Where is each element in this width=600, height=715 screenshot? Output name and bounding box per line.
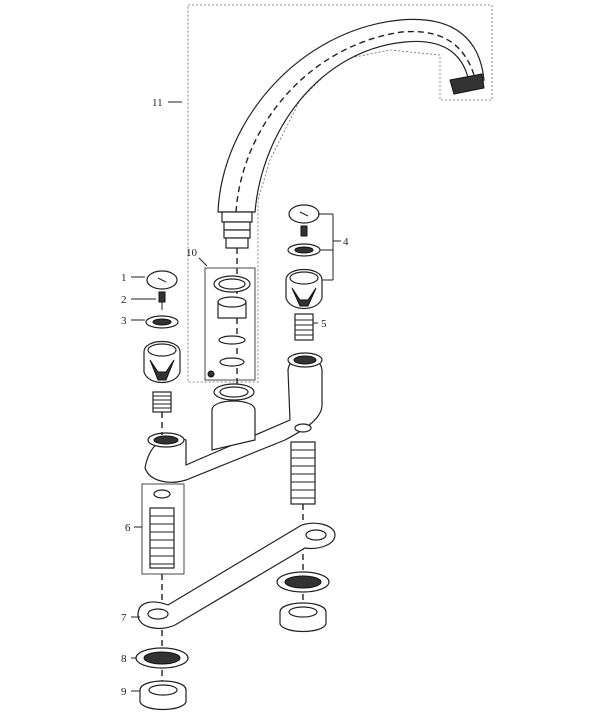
callout-8: 8 [121, 653, 127, 665]
callout-6: 6 [125, 522, 131, 534]
left-washer-part [135, 630, 189, 690]
callout-11: 11 [152, 97, 163, 109]
callout-9: 9 [121, 686, 127, 698]
callout-4: 4 [343, 236, 349, 248]
callout-3: 3 [121, 315, 127, 327]
callout-7: 7 [121, 612, 127, 624]
callout-10: 10 [186, 247, 198, 259]
callout-5: 5 [321, 318, 327, 330]
left-shank-part [141, 483, 185, 605]
callout-1: 1 [121, 272, 127, 284]
callout-2: 2 [121, 294, 127, 306]
right-nut-part [276, 571, 330, 633]
faucet-body-part [144, 352, 323, 483]
left-handle-assembly [143, 270, 181, 435]
right-shank-part [290, 423, 316, 600]
right-handle-assembly [285, 204, 323, 341]
spout-part [217, 18, 485, 395]
leader-lines [131, 101, 341, 692]
seal-kit-part [204, 267, 256, 381]
left-nut-part [139, 680, 187, 711]
deck-plate-part [137, 522, 336, 629]
